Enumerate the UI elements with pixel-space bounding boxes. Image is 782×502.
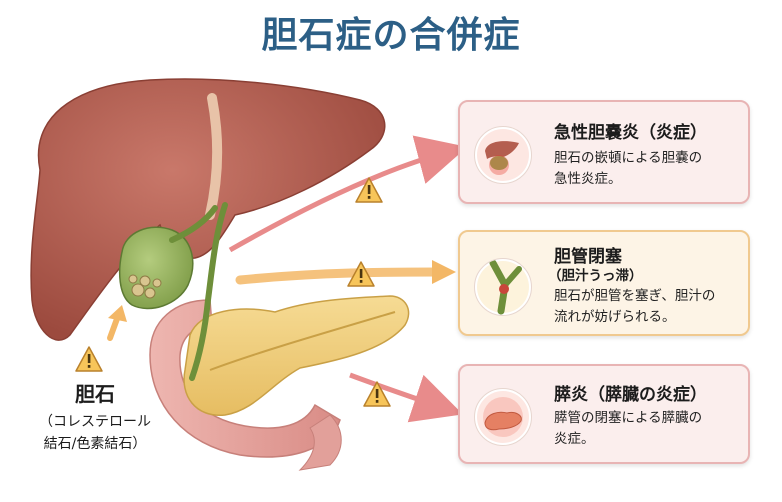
inflamed-pancreas-icon	[474, 388, 532, 446]
gallstone-subtitle-line1: （コレステロール	[39, 414, 151, 430]
card-description-line2: 炎症。	[554, 431, 595, 447]
inflamed-gallbladder-icon	[474, 126, 532, 184]
card-title: 急性胆嚢炎（炎症）	[554, 123, 707, 143]
card-description-line1: 胆石が胆管を塞ぎ、胆汁の	[554, 288, 716, 304]
card-description-line2: 急性炎症。	[554, 171, 622, 187]
card-subtitle: （胆汁うっ滞）	[548, 268, 643, 284]
card-acute-cholecystitis: 急性胆嚢炎（炎症） 胆石の嵌頓による胆嚢の 急性炎症。	[458, 100, 750, 204]
warning-icon	[347, 261, 375, 287]
arrow-to-pancreatitis	[349, 372, 463, 423]
gallstone-label: 胆石 （コレステロール 結石/色素結石）	[20, 378, 170, 453]
blocked-bile-duct-icon	[474, 258, 532, 316]
bile-duct	[169, 202, 228, 381]
warning-icon	[355, 177, 383, 203]
card-description-line1: 胆石の嵌頓による胆嚢の	[554, 150, 703, 166]
card-title: 胆管閉塞	[554, 247, 622, 267]
arrow-to-cholecystitis	[228, 135, 468, 253]
gallbladder-illustration	[118, 226, 194, 310]
pancreas-illustration	[183, 295, 410, 416]
card-title: 膵炎（膵臓の炎症）	[554, 385, 707, 405]
warning-icon	[75, 346, 103, 372]
card-pancreatitis: 膵炎（膵臓の炎症） 膵管の閉塞による膵臓の 炎症。	[458, 364, 750, 464]
gallstone-title: 胆石	[75, 382, 115, 406]
card-description-line2: 流れが妨げられる。	[554, 309, 676, 325]
page-title: 胆石症の合併症	[261, 15, 521, 56]
warning-icon	[363, 381, 391, 407]
card-description-line1: 膵管の閉塞による膵臓の	[554, 410, 703, 426]
gallstone-subtitle-line2: 結石/色素結石）	[43, 436, 147, 452]
card-bile-duct-obstruction: 胆管閉塞 （胆汁うっ滞） 胆石が胆管を塞ぎ、胆汁の 流れが妨げられる。	[458, 230, 750, 336]
arrow-to-bile-duct-obstruction	[235, 267, 445, 285]
gallstones	[128, 274, 162, 299]
